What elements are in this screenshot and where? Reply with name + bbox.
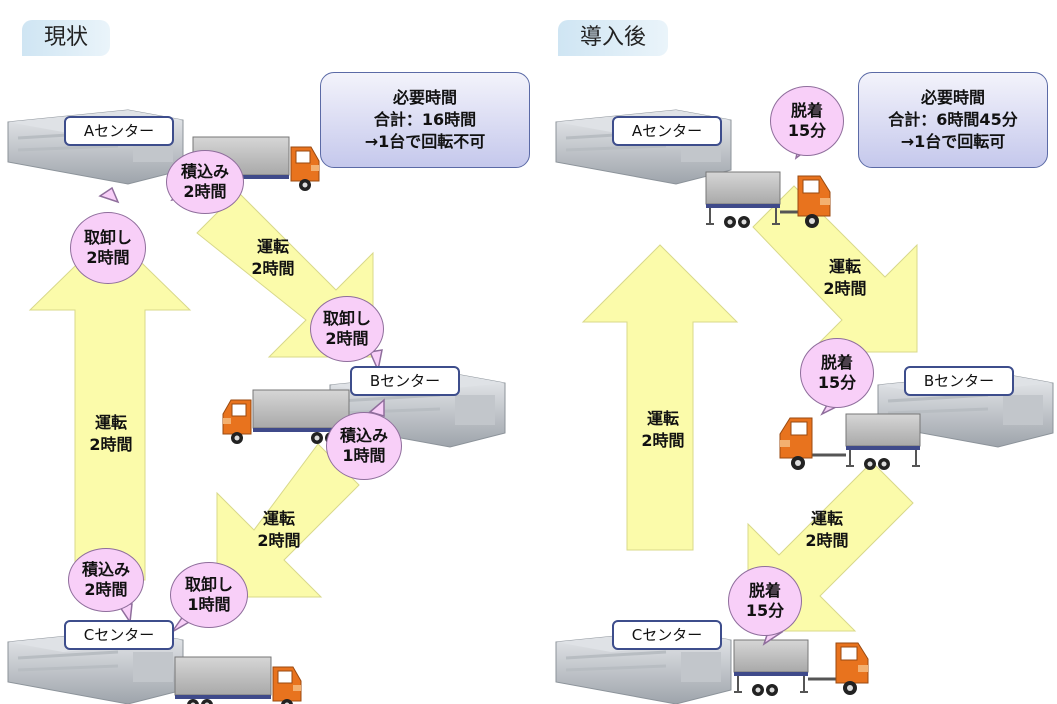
bubble-action: 取卸し bbox=[322, 309, 371, 328]
a-center-label-after: Aセンター bbox=[612, 116, 722, 146]
bubble-action: 積込み bbox=[81, 560, 130, 579]
bubble-duration: 2時間 bbox=[325, 329, 369, 348]
c-center-label-after: Cセンター bbox=[612, 620, 722, 650]
summary-total: 合計：6時間45分 bbox=[888, 110, 1018, 129]
bubble-duration: 2時間 bbox=[84, 580, 128, 599]
summary-heading: 必要時間 bbox=[392, 88, 457, 107]
drive-arrow-c-to-a-after bbox=[581, 244, 739, 551]
bubble-duration: 15分 bbox=[787, 121, 827, 140]
tractor-at-b-center bbox=[779, 417, 813, 471]
truck-at-c-center bbox=[174, 656, 302, 704]
left-panel bbox=[6, 108, 507, 704]
c-center-swap-bubble: 脱着 15分 bbox=[728, 566, 802, 636]
tractor-at-c-center bbox=[835, 642, 869, 696]
c-center-label: Cセンター bbox=[64, 620, 174, 650]
summary-result: →1台で回転可 bbox=[900, 132, 1006, 151]
bubble-action: 積込み bbox=[180, 162, 229, 181]
bubble-action: 脱着 bbox=[790, 101, 823, 120]
before-title: 現状 bbox=[22, 20, 111, 56]
summary-heading: 必要時間 bbox=[920, 88, 985, 107]
after-summary-box: 必要時間 合計：6時間45分 →1台で回転可 bbox=[858, 72, 1048, 168]
a-center-load-bubble: 積込み 2時間 bbox=[166, 150, 244, 214]
drive-arrow-b-to-c bbox=[216, 443, 360, 598]
b-center-swap-bubble: 脱着 15分 bbox=[800, 338, 874, 408]
bubble-duration: 1時間 bbox=[342, 446, 386, 465]
container-at-c-center bbox=[733, 639, 809, 697]
drive-label-b-to-c-after: 運転 2時間 bbox=[805, 509, 849, 550]
right-panel bbox=[554, 108, 1055, 704]
before-summary-box: 必要時間 合計：16時間 →1台で回転不可 bbox=[320, 72, 530, 168]
after-title: 導入後 bbox=[558, 20, 669, 56]
b-center-label: Bセンター bbox=[350, 366, 460, 396]
bubble-action: 脱着 bbox=[820, 353, 853, 372]
summary-result: →1台で回転不可 bbox=[364, 132, 486, 151]
a-center-label: Aセンター bbox=[64, 116, 174, 146]
bubble-duration: 2時間 bbox=[86, 248, 130, 267]
bubble-duration: 15分 bbox=[745, 601, 785, 620]
drive-label-a-to-b: 運転 2時間 bbox=[251, 237, 295, 278]
summary-total: 合計：16時間 bbox=[373, 110, 477, 129]
bubble-action: 積込み bbox=[339, 426, 388, 445]
bubble-action: 取卸し bbox=[184, 575, 233, 594]
drive-label-a-to-b-after: 運転 2時間 bbox=[823, 257, 867, 298]
bubble-duration: 1時間 bbox=[187, 595, 231, 614]
drive-arrow-c-to-a bbox=[28, 231, 192, 581]
b-center-unload-bubble: 取卸し 2時間 bbox=[310, 296, 384, 362]
bubble-duration: 15分 bbox=[817, 373, 857, 392]
container-at-b-center bbox=[845, 413, 921, 471]
a-center-unload-bubble: 取卸し 2時間 bbox=[70, 212, 146, 284]
bubble-duration: 2時間 bbox=[183, 182, 227, 201]
drive-label-c-to-a-after: 運転 2時間 bbox=[641, 409, 685, 450]
drive-label-b-to-c: 運転 2時間 bbox=[257, 509, 301, 550]
b-center-label-after: Bセンター bbox=[904, 366, 1014, 396]
c-center-load-bubble: 積込み 2時間 bbox=[68, 548, 144, 612]
b-center-load-bubble: 積込み 1時間 bbox=[326, 412, 402, 480]
a-center-swap-bubble: 脱着 15分 bbox=[770, 86, 844, 156]
drive-label-c-to-a: 運転 2時間 bbox=[89, 413, 133, 454]
c-center-unload-bubble: 取卸し 1時間 bbox=[170, 562, 248, 628]
bubble-action: 脱着 bbox=[748, 581, 781, 600]
bubble-action: 取卸し bbox=[83, 228, 132, 247]
